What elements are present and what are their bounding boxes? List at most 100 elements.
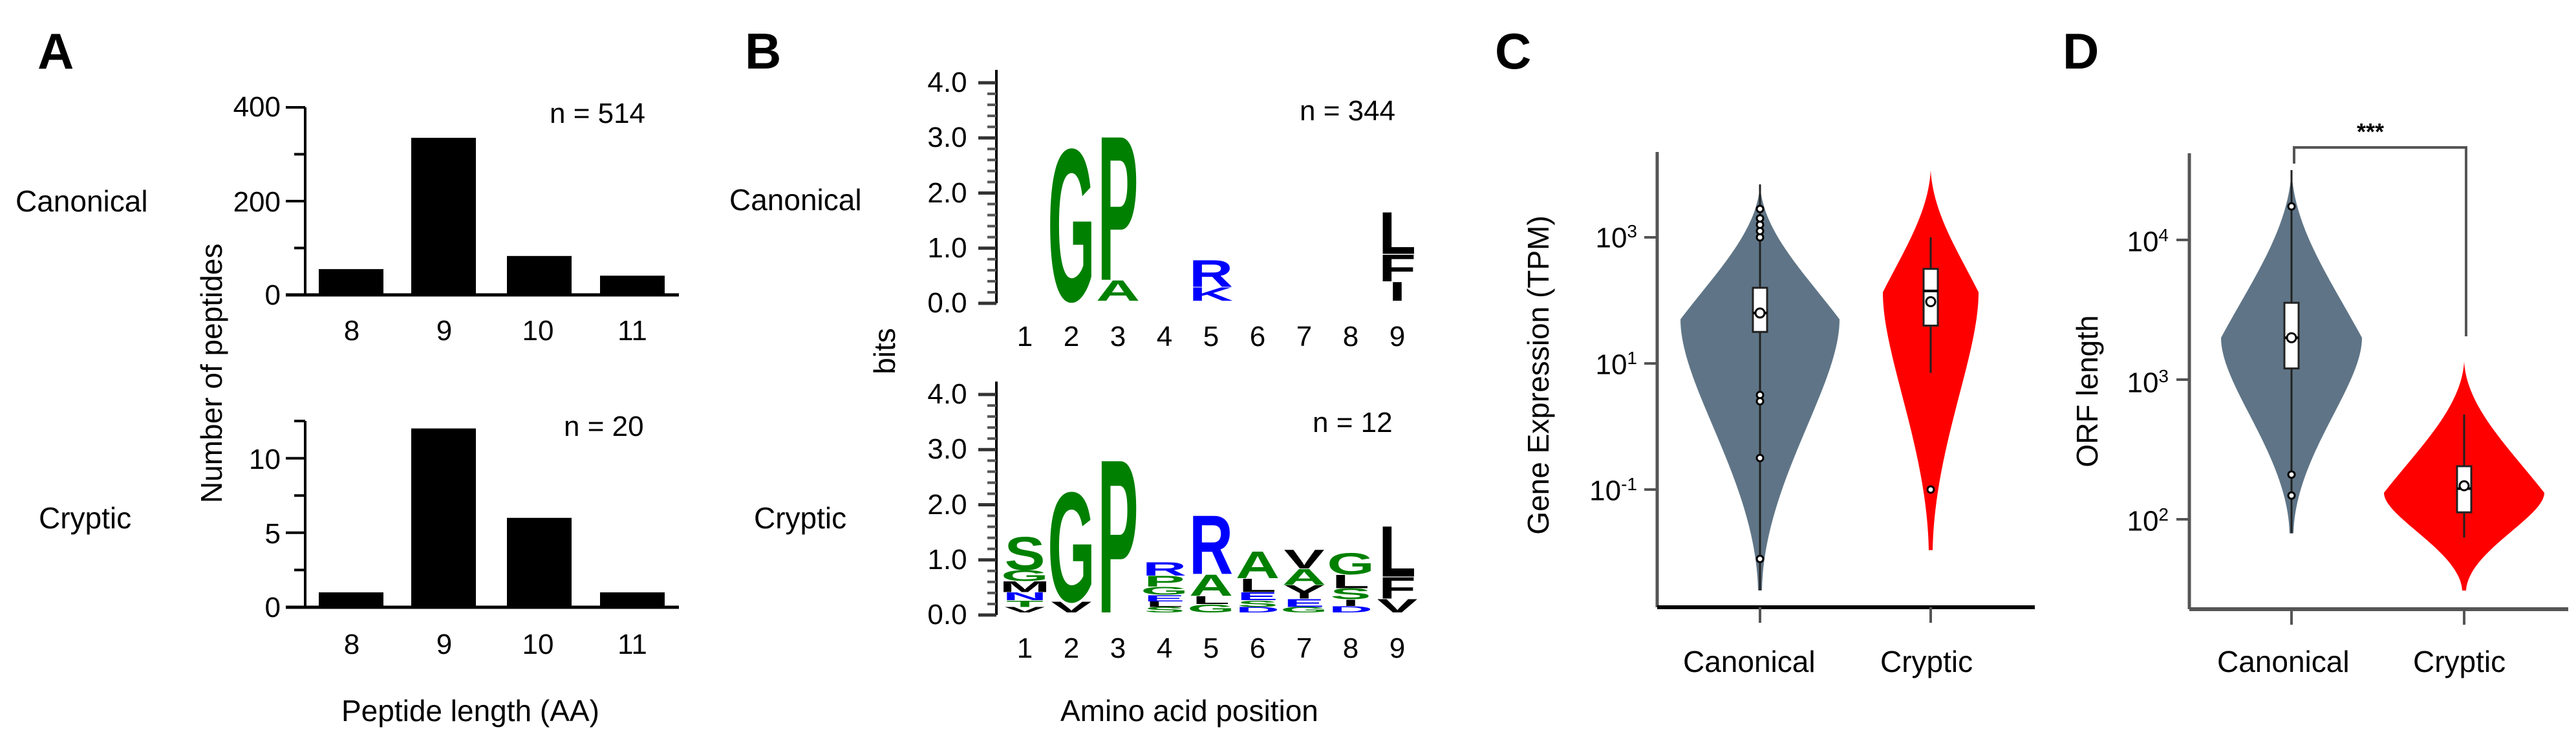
outlier-point — [1755, 397, 1765, 405]
logo-letter-V: V — [1005, 605, 1046, 614]
logo-letter-V: V — [1377, 595, 1418, 616]
logo-letter-R: R — [1189, 252, 1233, 295]
panel-c-ytick-1e-1: 10-1 — [1589, 474, 1637, 507]
panel-d-significance-label: *** — [2357, 118, 2385, 145]
logo-letter-F: F — [1379, 571, 1416, 605]
logo-letter-S: S — [1144, 605, 1185, 614]
panel-d-ytick-1e3: 103 — [2127, 366, 2169, 399]
panel-d-xtick-canonical: Canonical — [2217, 645, 2350, 678]
outlier-point — [1755, 214, 1765, 223]
panel-b-xtick-1-9: 9 — [1389, 632, 1406, 664]
panel-b-ytick-0-1.0: 1.0 — [927, 232, 967, 264]
panel-a-cryptic-xtick-8: 8 — [343, 629, 360, 660]
logo-letter-D: D — [1236, 605, 1280, 614]
panel-b-xtick-0-2: 2 — [1063, 321, 1080, 352]
logo-letter-S: S — [1005, 527, 1046, 580]
logo-letter-I: I — [1342, 598, 1359, 608]
mean-marker — [1754, 307, 1766, 319]
outlier-point — [2287, 202, 2296, 211]
logo-letter-V: V — [1051, 599, 1092, 616]
panel-b-ytick-0-2.0: 2.0 — [927, 177, 967, 209]
panel-b-cryptic-n: n = 12 — [1313, 407, 1393, 438]
bar-10 — [507, 255, 572, 295]
logo-letter-E: E — [1284, 597, 1325, 610]
logo-letter-I: I — [1389, 277, 1406, 307]
panel-b-xtick-0-5: 5 — [1203, 321, 1219, 352]
panel-d-ytick-1e4: 104 — [2127, 225, 2169, 258]
panel-b-xtick-1-7: 7 — [1296, 632, 1313, 664]
logo-letter-M: M — [1000, 578, 1051, 596]
panel-b-ytick-0-4.0: 4.0 — [927, 67, 967, 98]
panel-c-y-axis-title: Gene Expression (TPM) — [1521, 215, 1555, 535]
logo-letter-A: A — [1096, 274, 1140, 307]
logo-letter-L: L — [1379, 511, 1416, 592]
panel-b-xtick-1-1: 1 — [1016, 632, 1033, 664]
panel-b-ytick-1-0.0: 0.0 — [927, 599, 967, 631]
outlier-point — [2287, 470, 2296, 479]
logo-letter-S: S — [1331, 585, 1371, 603]
panel-c-ytick-1e3: 103 — [1595, 221, 1637, 254]
mean-marker — [1925, 296, 1937, 307]
panel-b-row-label-cryptic: Cryptic — [754, 501, 847, 535]
bar-10 — [507, 517, 572, 607]
panel-b-xtick-0-9: 9 — [1389, 321, 1406, 352]
logo-letter-A: A — [1189, 568, 1233, 602]
panel-a-cryptic-xtick-10: 10 — [522, 629, 554, 660]
logo-letter-F: F — [1379, 247, 1416, 290]
panel-b-y-axis-title: bits — [868, 328, 901, 374]
panel-c-ytick-1e1: 101 — [1595, 348, 1637, 381]
panel-b-xtick-0-6: 6 — [1249, 321, 1266, 352]
panel-a-canonical-ytick-200: 200 — [233, 186, 281, 218]
panel-a-x-axis-title: Peptide length (AA) — [341, 694, 599, 728]
outlier-point — [1755, 453, 1765, 462]
logo-letter-L: L — [1192, 594, 1230, 607]
outlier-point — [1926, 485, 1935, 494]
logo-letter-E: E — [1238, 590, 1278, 603]
panel-b-xtick-0-1: 1 — [1016, 321, 1033, 352]
panel-a-row-label-cryptic: Cryptic — [39, 501, 132, 535]
bar-9 — [411, 428, 476, 607]
logo-letter-P: P — [1144, 573, 1185, 590]
logo-letter-A: A — [1282, 565, 1326, 590]
panel-a-cryptic-xtick-11: 11 — [617, 629, 647, 660]
logo-letter-V: V — [1284, 545, 1325, 574]
mean-marker — [2286, 332, 2297, 343]
panel-b-xtick-1-8: 8 — [1342, 632, 1359, 664]
panel-a-cryptic-n: n = 20 — [564, 411, 644, 442]
outlier-point — [1755, 554, 1765, 563]
panel-letter-a: A — [38, 23, 74, 80]
panel-c-xtick-cryptic: Cryptic — [1880, 645, 1973, 678]
bar-9 — [411, 138, 476, 295]
logo-letter-L: L — [1332, 571, 1369, 592]
panel-b-xtick-0-7: 7 — [1296, 321, 1313, 352]
panel-a-canonical-xtick-10: 10 — [522, 315, 554, 347]
logo-letter-K: K — [1189, 283, 1233, 305]
logo-letter-T: T — [1006, 599, 1044, 609]
bar-8 — [319, 592, 383, 607]
panel-b-x-axis-title: Amino acid position — [1060, 694, 1318, 728]
panel-a-y-axis-title: Number of peptides — [195, 243, 228, 503]
panel-b-xtick-1-2: 2 — [1063, 632, 1080, 664]
panel-b-xtick-0-8: 8 — [1342, 321, 1359, 352]
panel-a-cryptic-ytick-5: 5 — [264, 518, 281, 550]
panel-a-cryptic-xtick-9: 9 — [436, 629, 453, 660]
panel-a-canonical-xtick-8: 8 — [343, 315, 360, 347]
logo-letter-Y: Y — [1284, 581, 1325, 603]
panel-b-ytick-0-0.0: 0.0 — [927, 287, 967, 319]
panel-b-row-label-canonical: Canonical — [729, 183, 862, 217]
significance-bracket — [2293, 146, 2467, 336]
logo-letter-G: G — [1047, 460, 1095, 636]
panel-letter-c: C — [1495, 23, 1532, 80]
logo-letter-G: G — [1001, 567, 1048, 585]
logo-letter-R: R — [1189, 498, 1233, 592]
panel-b-ytick-0-3.0: 3.0 — [927, 122, 967, 154]
logo-letter-G: G — [1047, 103, 1095, 347]
logo-letter-G: G — [1280, 605, 1327, 614]
panel-c-xtick-canonical: Canonical — [1683, 645, 1816, 678]
bar-11 — [600, 275, 665, 295]
panel-letter-d: D — [2063, 23, 2099, 80]
panel-a-canonical-ytick-0: 0 — [264, 279, 281, 311]
panel-a-canonical-xtick-9: 9 — [436, 315, 453, 347]
panel-a-canonical-ytick-400: 400 — [233, 91, 281, 123]
